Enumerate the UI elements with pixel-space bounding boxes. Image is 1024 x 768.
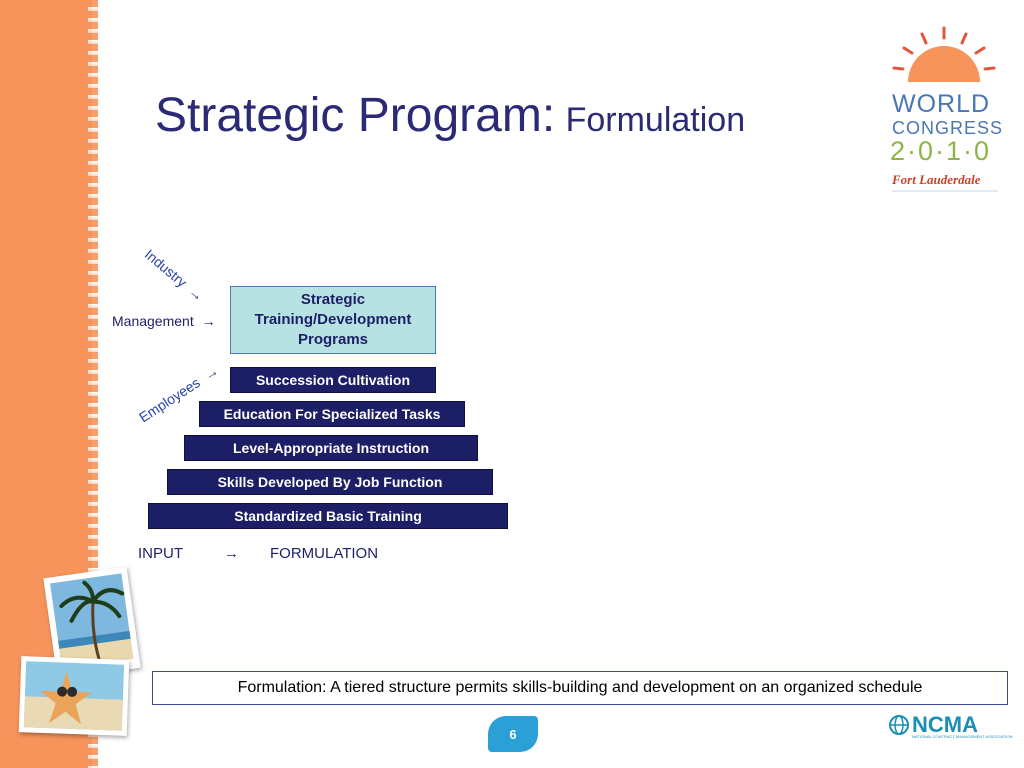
employees-label-text: Employees	[136, 374, 203, 426]
tier-instruction: Level-Appropriate Instruction	[184, 435, 478, 461]
management-label-text: Management	[112, 313, 194, 329]
caption-text: Formulation: A tiered structure permits …	[237, 679, 923, 696]
slide-title: Strategic Program: Formulation	[155, 88, 745, 143]
logo-line-city: Fort Lauderdale	[892, 172, 981, 187]
flow-input: INPUT	[138, 545, 183, 562]
flow-output: FORMULATION	[270, 545, 379, 562]
sun-icon	[892, 26, 996, 82]
arrow-right-icon: →	[224, 545, 239, 562]
logo-line-congress: CONGRESS	[892, 118, 1004, 138]
page-number: 6	[509, 726, 517, 742]
ncma-tagline: NATIONAL CONTRACT MANAGEMENT ASSOCIATION	[912, 734, 1013, 739]
arrow-right-icon: →	[201, 313, 216, 329]
ncma-text: NCMA	[912, 712, 978, 737]
logo-line-year: 2·0·1·0	[890, 136, 992, 166]
top-box-line-1: Strategic	[300, 291, 366, 308]
management-label: Management →	[112, 313, 216, 329]
world-congress-logo: WORLD CONGRESS 2·0·1·0 Fort Lauderdale	[884, 24, 1004, 200]
slide-title-sub: Formulation	[565, 101, 746, 139]
slide-title-main: Strategic Program:	[155, 89, 556, 142]
starfish-image	[23, 661, 125, 731]
caption-box: Formulation: A tiered structure permits …	[152, 671, 1008, 705]
top-box-line-2: Training/Development	[254, 311, 412, 328]
top-box-line-3: Programs	[297, 331, 369, 348]
page-number-badge: 6	[488, 716, 538, 752]
orange-side-band	[0, 0, 98, 768]
globe-icon	[889, 715, 909, 735]
tier-basic-training: Standardized Basic Training	[148, 503, 508, 529]
tier-education: Education For Specialized Tasks	[199, 401, 465, 427]
industry-label-text: Industry	[141, 246, 191, 291]
tier-skills: Skills Developed By Job Function	[167, 469, 493, 495]
tier-succession: Succession Cultivation	[230, 367, 436, 393]
logo-underline	[892, 190, 998, 192]
logo-line-world: WORLD	[892, 90, 991, 118]
arrow-right-icon: →	[200, 362, 222, 384]
ncma-logo: NCMA NATIONAL CONTRACT MANAGEMENT ASSOCI…	[888, 712, 1012, 742]
arrow-right-icon: →	[185, 283, 207, 305]
industry-label: Industry →	[142, 246, 207, 304]
starfish-photo	[18, 656, 130, 736]
pyramid-top-box: Strategic Training/Development Programs	[230, 286, 436, 354]
